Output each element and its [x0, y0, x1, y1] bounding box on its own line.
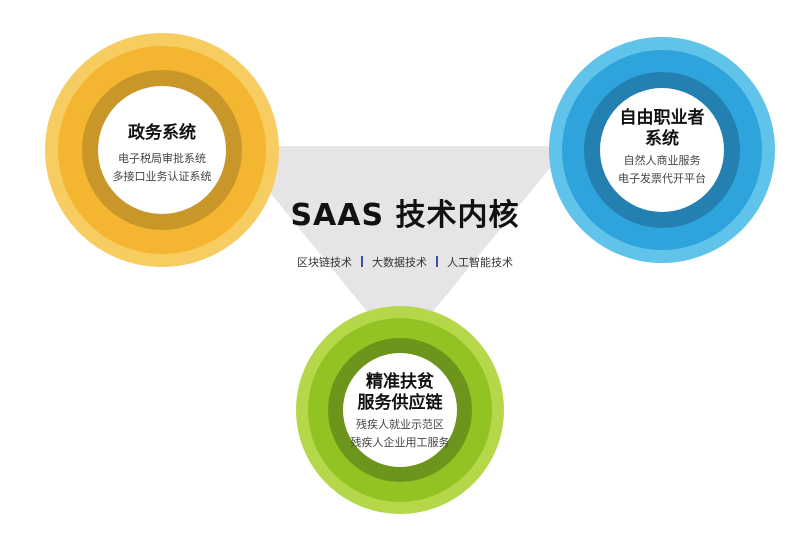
separator [436, 256, 438, 267]
circle-title: 政务系统 [128, 123, 196, 143]
core-technologies: 区块链技术 大数据技术 人工智能技术 [270, 254, 540, 270]
poverty-supply-chain-text: 精准扶贫 服务供应链 残疾人就业示范区 残疾人企业用工服务 [330, 372, 470, 452]
circle-line: 残疾人就业示范区 [356, 418, 444, 431]
circle-title: 系统 [645, 129, 679, 149]
circle-line: 电子税局审批系统 [118, 152, 206, 165]
freelancer-system-text: 自由职业者 系统 自然人商业服务 电子发票代开平台 [592, 108, 732, 188]
circle-line: 残疾人企业用工服务 [350, 436, 450, 449]
circle-title: 服务供应链 [357, 393, 443, 413]
circle-government [45, 33, 279, 267]
circle-line: 电子发票代开平台 [618, 172, 706, 185]
tech-item: 区块链技术 [297, 256, 352, 269]
circle-title: 精准扶贫 [366, 372, 434, 392]
tech-item: 人工智能技术 [447, 256, 513, 269]
core-title: SAAS 技术内核 [290, 198, 520, 233]
tech-item: 大数据技术 [372, 256, 427, 269]
circle-title: 自由职业者 [619, 108, 705, 128]
circle-freelancer [549, 37, 775, 263]
core-triangle [232, 146, 568, 352]
separator [361, 256, 363, 267]
government-system-text: 政务系统 电子税局审批系统 多接口业务认证系统 [92, 123, 232, 186]
circle-line: 多接口业务认证系统 [112, 170, 212, 183]
circle-poverty [296, 306, 504, 514]
circle-line: 自然人商业服务 [623, 154, 701, 167]
